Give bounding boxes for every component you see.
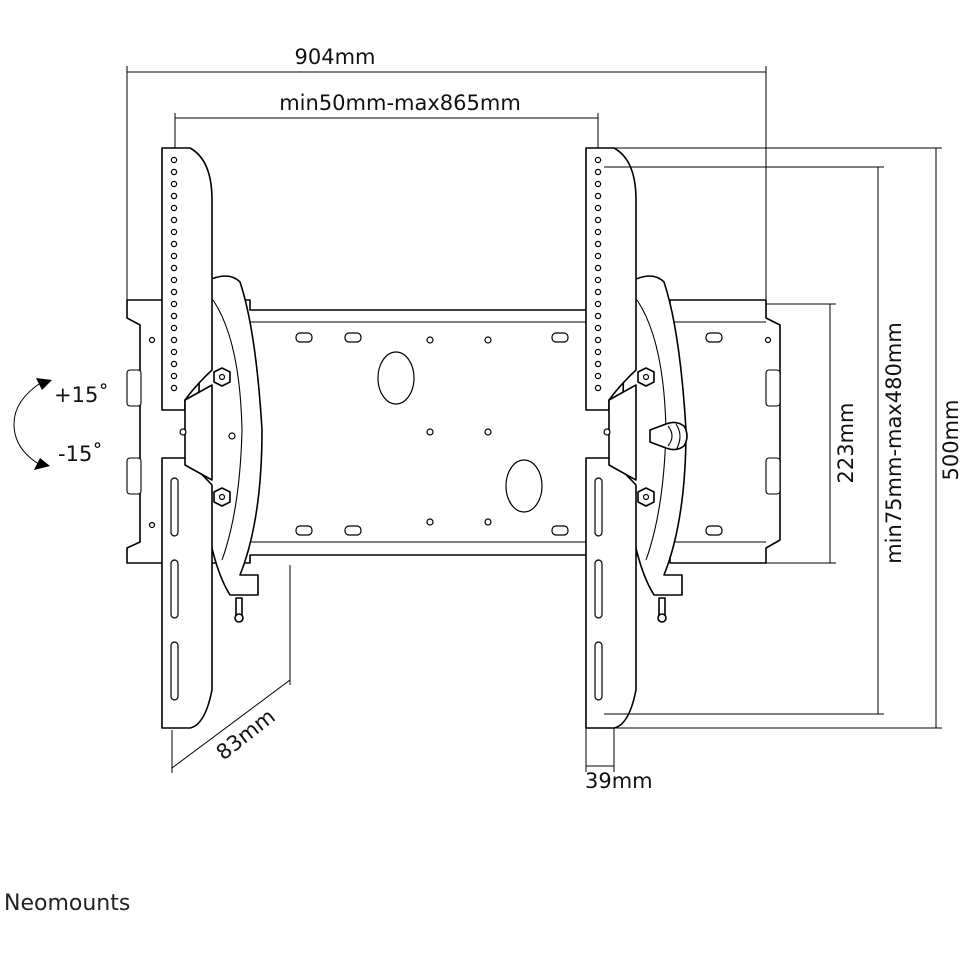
tilt-down-arrow-icon [34,458,50,470]
brand-logo: Neomounts [4,891,130,916]
dimension-total-width: 904mm [126,45,767,300]
bracket-height-label: 500mm [939,400,963,481]
left-bracket [161,147,263,729]
dimension-vesa-height: min75mm-max480mm [604,166,906,715]
tilt-knob-icon [649,421,688,451]
dimension-bracket-height: 500mm [614,147,963,729]
right-rail-holes [594,156,602,392]
rail-spacing-label: min50mm-max865mm [279,91,521,115]
dimension-bracket-depth: 39mm [585,728,653,793]
dimension-rail-spacing: min50mm-max865mm [174,91,599,150]
tilt-indicator: +15˚ -15˚ [13,378,109,470]
left-rail-holes [170,156,178,392]
vesa-height-label: min75mm-max480mm [882,322,906,564]
right-bracket [585,147,688,729]
dimension-plate-height: 223mm [766,303,858,564]
tilt-up-label: +15˚ [54,383,109,407]
plate-height-label: 223mm [834,403,858,484]
tilt-up-arrow-icon [36,378,52,390]
total-width-label: 904mm [295,45,376,69]
bracket-depth-label: 39mm [585,769,653,793]
tilt-down-label: -15˚ [58,442,103,466]
